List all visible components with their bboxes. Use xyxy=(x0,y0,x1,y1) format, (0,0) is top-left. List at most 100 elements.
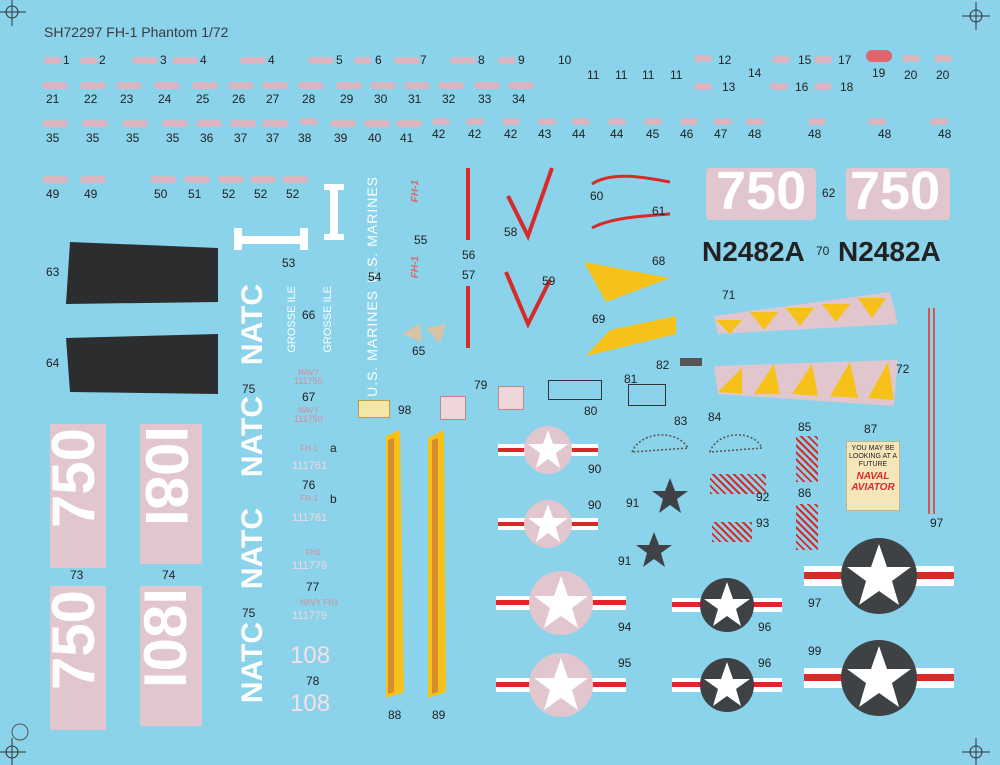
decal-number: 91 xyxy=(618,554,632,568)
stencil-decal xyxy=(394,57,420,64)
decal-number: 50 xyxy=(154,187,168,201)
number-750-decal: 750 xyxy=(716,161,807,221)
decal-number: 71 xyxy=(722,288,736,302)
red-stripe-decal xyxy=(928,308,935,514)
decal-number: 34 xyxy=(512,92,526,106)
number-1081-decal: I08I xyxy=(133,426,200,527)
national-insignia-decal xyxy=(672,658,782,712)
red-striped-decal xyxy=(796,504,818,550)
serial-decal: 111761 xyxy=(292,512,328,524)
number-background xyxy=(140,586,202,726)
cockpit-detail-decal xyxy=(680,358,702,366)
decal-number: 49 xyxy=(46,187,60,201)
decal-number: 77 xyxy=(306,580,320,594)
fh1-stencil: FH-1 xyxy=(300,494,318,503)
national-insignia-decal xyxy=(804,640,954,716)
star-decal xyxy=(636,532,672,567)
decal-number: 38 xyxy=(298,131,312,145)
striped-panel-decal xyxy=(708,434,764,453)
decal-number: 44 xyxy=(572,127,586,141)
naval-aviator-title: NAVAL AVIATOR xyxy=(851,471,895,493)
decal-number: 48 xyxy=(748,127,762,141)
stencil-decal xyxy=(308,57,334,64)
decal-number: 68 xyxy=(652,254,666,268)
stencil-decal xyxy=(228,82,254,89)
stencil-decal xyxy=(772,56,790,63)
stencil-decal xyxy=(218,176,244,183)
number-background xyxy=(50,586,106,730)
decal-number: 49 xyxy=(84,187,98,201)
stencil-decal xyxy=(814,56,832,63)
decal-number: 11 xyxy=(587,68,600,82)
stencil-decal xyxy=(44,57,62,64)
stencil-decal xyxy=(370,82,396,89)
red-striped-decal xyxy=(710,474,766,494)
decal-number: 36 xyxy=(200,131,214,145)
decal-number: 43 xyxy=(538,127,552,141)
decal-number: 35 xyxy=(46,131,60,145)
stencil-decal xyxy=(538,118,556,125)
decal-number: 47 xyxy=(714,127,728,141)
stencil-decal xyxy=(80,176,106,183)
decal-number: 4 xyxy=(200,53,207,67)
instrument-panel-decal xyxy=(358,400,390,418)
decal-number: 18 xyxy=(840,80,854,94)
stencil-decal xyxy=(300,118,318,125)
decal-number: 90 xyxy=(588,462,602,476)
fh1-red-decal: FH-1 xyxy=(410,256,421,279)
decal-number: 46 xyxy=(680,127,694,141)
stencil-decal xyxy=(814,83,832,90)
national-insignia-decal xyxy=(672,578,782,632)
decal-number: 28 xyxy=(302,92,316,106)
fh1-stencil: NAVY FH1 xyxy=(300,598,339,607)
decal-number: 26 xyxy=(232,92,246,106)
decal-number: 93 xyxy=(756,516,770,530)
serial-decal: 111779 xyxy=(292,560,328,572)
decal-number: 35 xyxy=(86,131,100,145)
black-walkway-panel xyxy=(66,242,218,304)
decal-number: 48 xyxy=(808,127,822,141)
decal-number: 21 xyxy=(46,92,60,106)
decal-number: 54 xyxy=(368,270,382,284)
stencil-decal xyxy=(122,120,148,127)
decal-number: 45 xyxy=(646,127,660,141)
decal-number: 6 xyxy=(375,53,382,67)
decal-number: 35 xyxy=(126,131,140,145)
decal-number: 31 xyxy=(408,92,422,106)
panel-square-decal xyxy=(440,396,466,420)
decal-number: 88 xyxy=(388,708,402,722)
yellow-tail-stripe-decal xyxy=(714,292,898,406)
stencil-decal xyxy=(240,57,266,64)
decal-number: 52 xyxy=(286,187,300,201)
logo-icon xyxy=(11,723,29,741)
stencil-decal xyxy=(770,83,788,90)
crosshair-icon xyxy=(962,2,990,30)
stencil-decal xyxy=(230,120,256,127)
stencil-decal xyxy=(162,120,188,127)
stencil-decal xyxy=(694,55,712,62)
decal-letter: a xyxy=(330,441,337,455)
number-108-decal: 108 xyxy=(290,690,331,717)
stencil-decal xyxy=(644,118,662,125)
stencil-decal xyxy=(282,176,308,183)
decal-number: 52 xyxy=(222,187,236,201)
decal-number: 10 xyxy=(558,53,572,67)
decal-letter: b xyxy=(330,492,337,506)
decal-number: 69 xyxy=(592,312,606,326)
decal-number: 63 xyxy=(46,265,60,279)
fh1-stencil: FH1 xyxy=(306,548,322,557)
stencil-decal xyxy=(498,57,516,64)
decal-number: 42 xyxy=(432,127,446,141)
decal-number: 89 xyxy=(432,708,446,722)
decal-number: 4 xyxy=(268,53,275,67)
crosshair-icon xyxy=(0,738,26,765)
decal-number: 33 xyxy=(478,92,492,106)
decal-number: 11 xyxy=(642,68,655,82)
decal-number: 53 xyxy=(282,256,296,270)
national-insignia-decal xyxy=(496,571,626,635)
decal-number: 80 xyxy=(584,404,598,418)
serial-decal: 111779 xyxy=(292,610,328,622)
decal-number: 2 xyxy=(99,53,106,67)
decal-number: 75 xyxy=(242,606,256,620)
decal-number: 37 xyxy=(234,131,248,145)
